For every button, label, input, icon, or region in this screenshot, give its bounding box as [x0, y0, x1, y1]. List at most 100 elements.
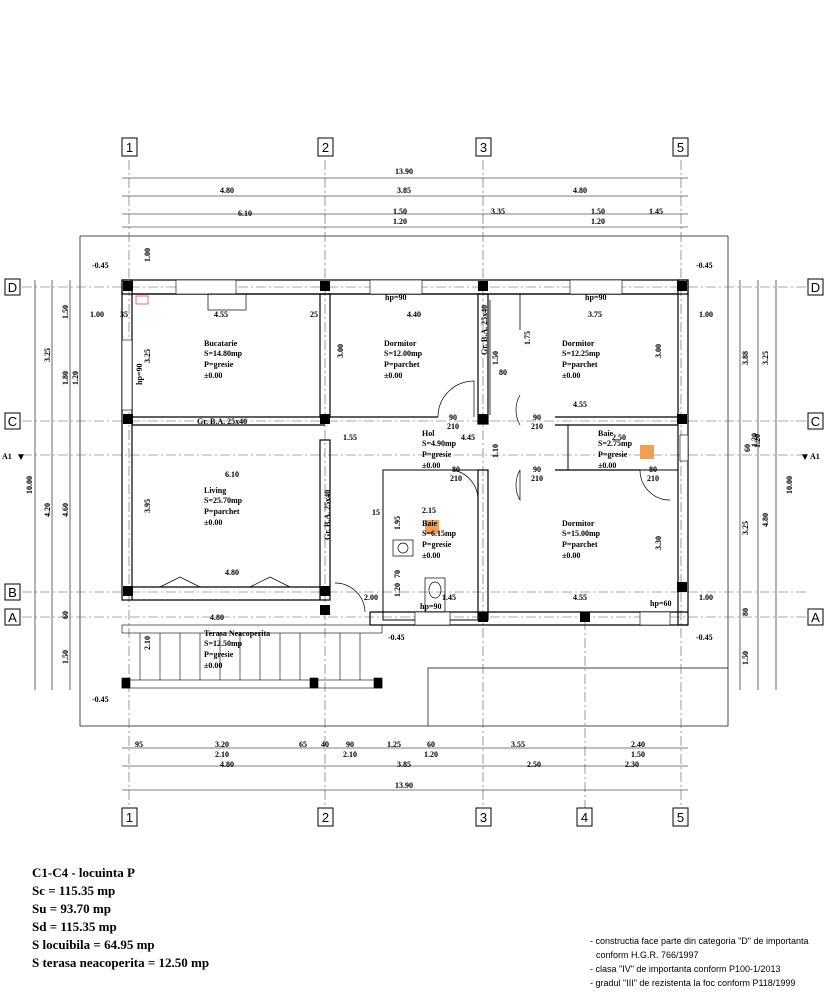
dim-b1-11: 2.40: [631, 740, 645, 749]
room-baie-1: Baie S=2.75mp P=gresie ±0.00: [598, 429, 633, 470]
dim-left-2: 1.80: [61, 371, 70, 385]
label-d27: 1.95: [393, 516, 402, 530]
label-d10: 2.15: [422, 506, 436, 515]
axis-markers-top: 1 2 3 5: [121, 137, 689, 157]
svg-text:±0.00: ±0.00: [384, 371, 402, 380]
dim-b1-8: 60: [427, 740, 435, 749]
label-d26: 15: [372, 508, 380, 517]
svg-text:S=2.75mp: S=2.75mp: [598, 439, 633, 448]
accent-baie-2: [425, 520, 439, 534]
axis-left-D: D: [8, 280, 17, 295]
label-d1: 4.55: [214, 310, 228, 319]
svg-text:P=parchet: P=parchet: [384, 360, 420, 369]
svg-text:±0.00: ±0.00: [598, 461, 616, 470]
dim-left-9: 1.50: [61, 650, 70, 664]
svg-text:Terasa Neacoperita: Terasa Neacoperita: [204, 629, 270, 638]
dim-right-1: 3.25: [761, 351, 770, 365]
label-grba3: Gr. B.A. 25x40: [480, 305, 489, 355]
svg-text:P=gresie: P=gresie: [422, 540, 452, 549]
svg-text:Dormitor: Dormitor: [384, 339, 417, 348]
terrace-pergola: [121, 624, 383, 689]
kitchen-marker: [135, 295, 149, 305]
svg-text:S=12.25mp: S=12.25mp: [562, 349, 601, 358]
dim-top-r3-5: 1.20: [591, 217, 605, 226]
label-hp90d: hp=90: [420, 602, 441, 611]
dim-right-0: 3.88: [741, 351, 750, 365]
dim-b2-1: 3.85: [397, 760, 411, 769]
label-grba2: Gr. B.A. 25x40: [323, 490, 332, 540]
room-living: Living S=25.70mp P=parchet ±0.00: [204, 486, 243, 527]
axis-right-A: A: [811, 610, 820, 625]
axis-top-1: 1: [126, 140, 133, 155]
label-d29: 70: [393, 570, 402, 578]
label-d14: 1.10: [491, 444, 500, 458]
summary-ster: S terasa neacoperita = 12.50 mp: [32, 955, 210, 970]
svg-text:S=12.50mp: S=12.50mp: [204, 639, 243, 648]
axis-left-A: A: [8, 610, 17, 625]
svg-text:P=gresie: P=gresie: [422, 450, 452, 459]
axis-markers-side: D C A1 ▼ B A D C ▼ A1 A: [2, 278, 824, 626]
label-d7: 4.45: [461, 433, 475, 442]
room-bucatarie: Bucatarie S=14.80mp P=gresie ±0.00: [204, 339, 243, 380]
svg-text:±0.00: ±0.00: [204, 518, 222, 527]
dim-b1-7: 1.25: [387, 740, 401, 749]
notes-block: - constructia face parte din categoria "…: [590, 934, 809, 990]
dim-b1-10: 3.55: [511, 740, 525, 749]
dim-right-6: 3.25: [741, 521, 750, 535]
lot-outline: [79, 235, 729, 727]
label-door210a: 210: [447, 422, 459, 431]
label-d11: 2.00: [364, 593, 378, 602]
dim-b1-6: 2.10: [343, 750, 357, 759]
label-d18: 3.30: [654, 536, 663, 550]
svg-text:±0.00: ±0.00: [422, 461, 440, 470]
svg-text:±0.00: ±0.00: [204, 371, 222, 380]
label-d4: 6.10: [225, 470, 239, 479]
dim-right-7: 80: [741, 608, 750, 616]
svg-text:Dormitor: Dormitor: [562, 339, 595, 348]
svg-text:P=parchet: P=parchet: [204, 507, 240, 516]
svg-text:P=parchet: P=parchet: [562, 540, 598, 549]
axis-markers-bottom: 1 2 3 4 5: [121, 807, 689, 827]
axis-left-B: B: [8, 585, 17, 600]
label-d13: 1.55: [343, 433, 357, 442]
summary-sc: Sc = 115.35 mp: [32, 883, 116, 898]
doors: [159, 293, 671, 613]
dim-left-5: 4.60: [61, 503, 70, 517]
dim-right-8: 1.50: [741, 651, 750, 665]
label-door210e: 210: [647, 474, 659, 483]
label-d30: 1.50: [491, 351, 500, 365]
room-dormitor-1: Dormitor S=12.00mp P=parchet ±0.00: [384, 339, 423, 380]
dim-b1-12: 1.50: [631, 750, 645, 759]
label-door210b: 210: [531, 422, 543, 431]
label-d2: 4.40: [407, 310, 421, 319]
level-3: -0.45: [388, 633, 405, 642]
label-d20: 1.00: [90, 310, 104, 319]
dimensions-top: [122, 177, 688, 228]
lot-notch: [427, 667, 728, 726]
dim-right-2: 60: [743, 444, 752, 452]
axis-right-A1-arrow: ▼: [800, 452, 810, 463]
dim-b1-4: 40: [321, 740, 329, 749]
axis-right-C: C: [811, 414, 820, 429]
dim-top-r3-3: 3.35: [491, 207, 505, 216]
axis-left-C: C: [8, 414, 17, 429]
dim-b1-9: 1.20: [424, 750, 438, 759]
dim-left-0: 3.25: [43, 348, 52, 362]
label-d19: 2.10: [143, 636, 152, 650]
svg-text:±0.00: ±0.00: [422, 551, 440, 560]
label-hp90a: hp=90: [385, 293, 406, 302]
pillars: [123, 281, 687, 622]
label-d3: 3.75: [588, 310, 602, 319]
svg-text:Dormitor: Dormitor: [562, 519, 595, 528]
dim-left-6: 10.00: [25, 476, 34, 494]
dim-b-total: 13.90: [395, 781, 413, 790]
summary-sloc: S locuibila = 64.95 mp: [32, 937, 155, 952]
axis-right-A1: A1: [810, 452, 820, 461]
label-d12: 1.45: [442, 593, 456, 602]
dim-b1-1: 3.20: [215, 740, 229, 749]
windows: [121, 279, 689, 626]
room-dormitor-2: Dormitor S=12.25mp P=parchet ±0.00: [562, 339, 601, 380]
note-1: conform H.G.R. 766/1997: [596, 950, 699, 960]
dim-top-r2-1: 3.85: [397, 186, 411, 195]
